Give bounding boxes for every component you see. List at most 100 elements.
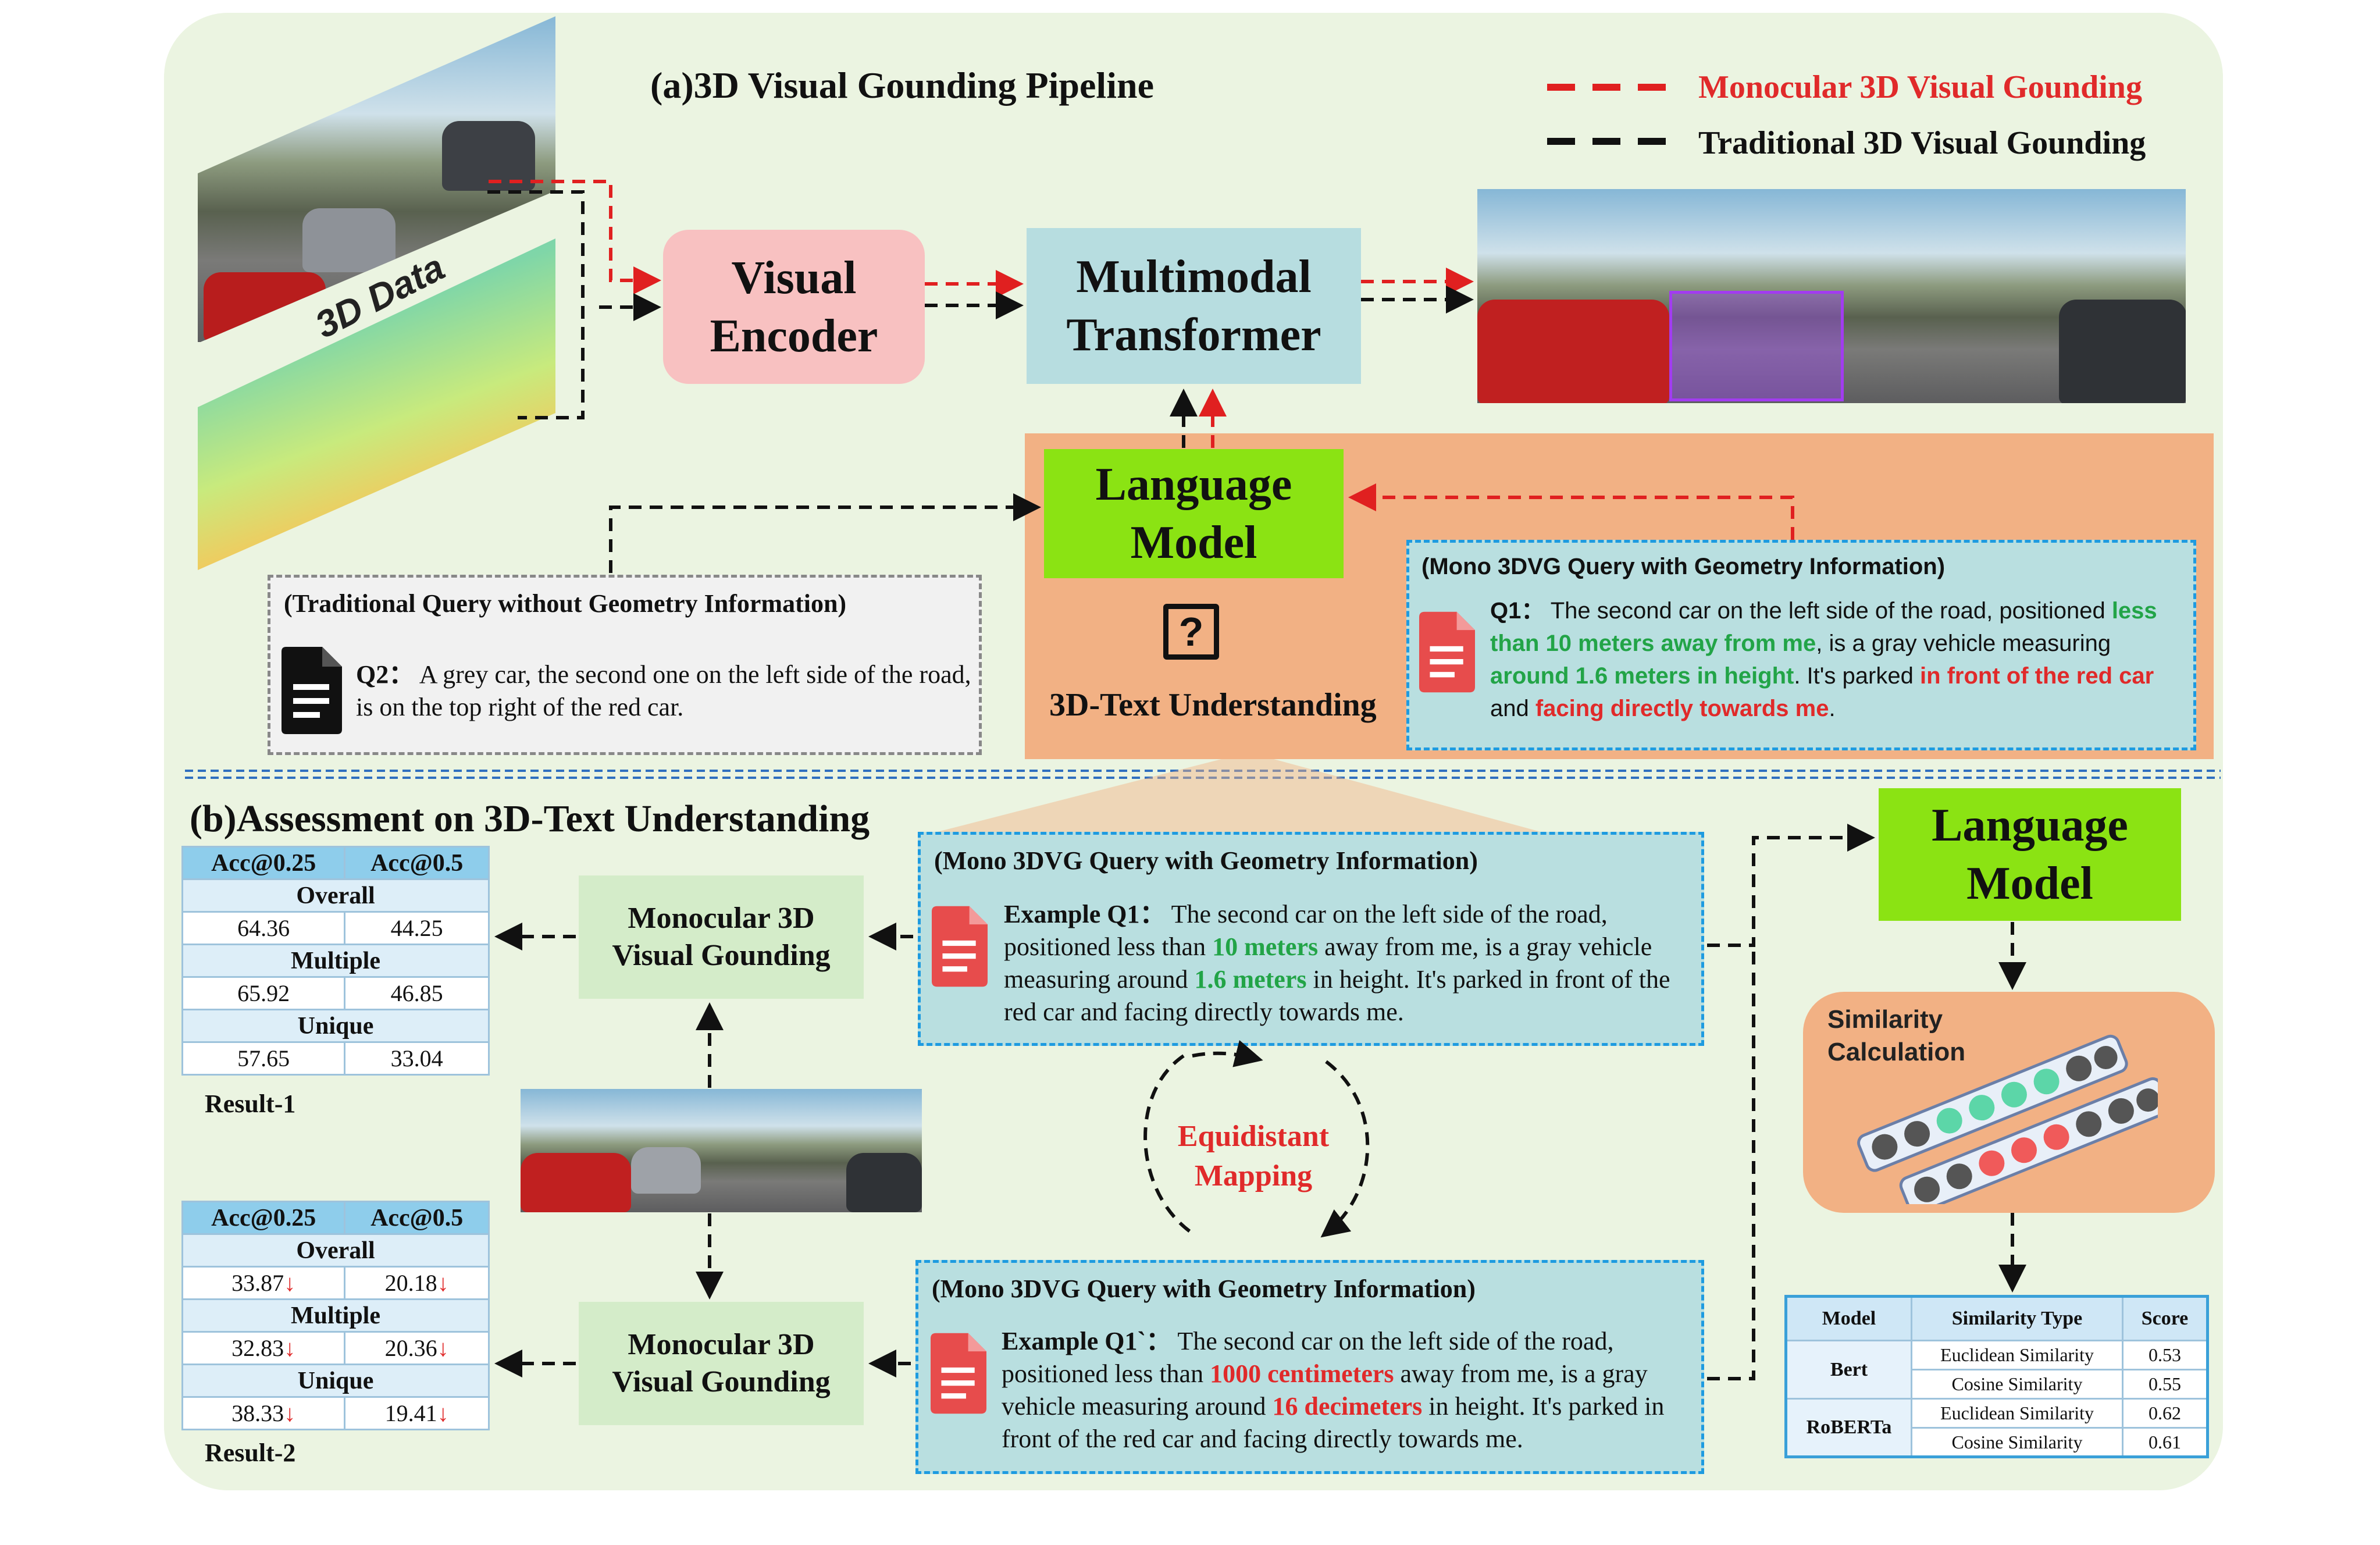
mono-query-header: (Mono 3DVG Query with Geometry Informati… xyxy=(1421,554,1946,579)
example-query-t2: away from me, is a gray vehicle measurin… xyxy=(1002,1359,1648,1421)
example-query-text: Example Q1： The second car on the left s… xyxy=(1004,898,1696,1028)
table-cell: 44.25 xyxy=(344,911,490,945)
down-arrow-icon: ↓ xyxy=(437,1400,449,1426)
score: 0.62 xyxy=(2122,1398,2208,1429)
down-arrow-icon: ↓ xyxy=(437,1335,449,1361)
table-cell: 20.36↓ xyxy=(344,1331,490,1365)
table-header: Acc@0.5 xyxy=(344,846,490,880)
pipeline-title: (a)3D Visual Gounding Pipeline xyxy=(650,65,1154,106)
score: 0.55 xyxy=(2122,1369,2208,1400)
table-header: Model xyxy=(1785,1295,1912,1341)
table-cell: 57.65 xyxy=(181,1041,346,1076)
similarity-type: Euclidean Similarity xyxy=(1911,1340,2124,1370)
legend-traditional-label: Traditional 3D Visual Gounding xyxy=(1698,125,2146,161)
mono-query-text: Q1： The second car on the left side of t… xyxy=(1490,594,2188,725)
mono-query-t4: and xyxy=(1490,696,1535,721)
traditional-query-body: A grey car, the second one on the left s… xyxy=(356,660,971,721)
example-query-label: Example Q1： xyxy=(1004,900,1166,928)
mono-grounding-label: Monocular 3D Visual Gounding xyxy=(612,902,831,972)
table-header: Acc@0.25 xyxy=(181,1201,346,1235)
embedding-vectors-icon xyxy=(1857,1034,2158,1204)
group-name: Overall xyxy=(181,1233,490,1268)
result-2-label: Result-2 xyxy=(205,1439,296,1467)
table-header: Acc@0.25 xyxy=(181,846,346,880)
table-cell: 46.85 xyxy=(344,976,490,1010)
output-grounding-image xyxy=(1477,189,2186,403)
cell-value: 32.83 xyxy=(231,1335,284,1361)
assessment-title: (b)Assessment on 3D-Text Understanding xyxy=(190,798,870,840)
traditional-query-text: Q2： A grey car, the second one on the le… xyxy=(356,658,972,724)
mono-query-distance: less than 10 meters away from me xyxy=(1490,598,2157,656)
model-name: RoBERTa xyxy=(1785,1398,1912,1458)
distance-highlight: 10 meters xyxy=(1212,932,1319,961)
mono-query-box xyxy=(1406,540,2196,750)
height-highlight: 1.6 meters xyxy=(1194,965,1307,994)
table-header: Similarity Type xyxy=(1911,1295,2124,1341)
group-name: Overall xyxy=(181,878,490,913)
example-query-t2: away from me, is a gray vehicle measurin… xyxy=(1004,932,1652,994)
question-icon: ? xyxy=(1163,604,1219,660)
legend-traditional-line xyxy=(1547,138,1672,145)
cell-value: 33.87 xyxy=(231,1270,284,1296)
multimodal-transformer-label: Multimodal Transformer xyxy=(1066,251,1321,361)
group-name: Unique xyxy=(181,1364,490,1398)
mono-query-t3: . It's parked xyxy=(1794,663,1920,689)
down-arrow-icon: ↓ xyxy=(284,1400,296,1426)
score: 0.61 xyxy=(2122,1427,2208,1458)
mono-grounding-block-1: Monocular 3D Visual Gounding xyxy=(579,875,864,999)
table-cell: 19.41↓ xyxy=(344,1396,490,1430)
multimodal-transformer-block: Multimodal Transformer xyxy=(1027,228,1361,384)
table-cell: 33.04 xyxy=(344,1041,490,1076)
similarity-type: Euclidean Similarity xyxy=(1911,1398,2124,1429)
legend-mono-line xyxy=(1547,84,1672,91)
cell-value: 20.18 xyxy=(384,1270,437,1296)
table-header: Score xyxy=(2122,1295,2208,1341)
mono-query-position: in front of the red car xyxy=(1919,663,2154,689)
table-cell: 38.33↓ xyxy=(181,1396,346,1430)
distance-highlight: 1000 centimeters xyxy=(1210,1359,1394,1388)
document-icon xyxy=(282,647,342,734)
down-arrow-icon: ↓ xyxy=(284,1270,296,1296)
language-model-block-b: Language Model xyxy=(1879,788,2181,921)
example-query-box-1 xyxy=(918,832,1704,1046)
table-cell: 65.92 xyxy=(181,976,346,1010)
mono-query-t2: , is a gray vehicle measuring xyxy=(1816,631,2111,656)
mono-grounding-block-2: Monocular 3D Visual Gounding xyxy=(579,1302,864,1425)
traditional-query-label: Q2： xyxy=(356,660,415,689)
visual-encoder-label: Visual Encoder xyxy=(710,252,878,362)
language-model-block: Language Model xyxy=(1044,449,1344,578)
example-query-header: (Mono 3DVG Query with Geometry Informati… xyxy=(932,1275,1476,1303)
mono-query-t5: . xyxy=(1829,696,1836,721)
table-cell: 33.87↓ xyxy=(181,1266,346,1300)
mono-query-t1: The second car on the left side of the r… xyxy=(1550,598,2112,624)
score: 0.53 xyxy=(2122,1340,2208,1370)
mono-query-orientation: facing directly towards me xyxy=(1535,696,1829,721)
bounding-box xyxy=(1669,291,1844,401)
document-icon xyxy=(931,1333,986,1414)
traditional-query-header: (Traditional Query without Geometry Info… xyxy=(284,589,847,618)
section-separator xyxy=(185,770,2221,779)
similarity-type: Cosine Similarity xyxy=(1911,1369,2124,1400)
similarity-table: Model Similarity Type Score Bert Euclide… xyxy=(1784,1295,2209,1458)
example-query-t1: The second car on the left side of the r… xyxy=(1002,1327,1614,1388)
table-cell: 32.83↓ xyxy=(181,1331,346,1365)
mono-query-height: around 1.6 meters in height xyxy=(1490,663,1794,689)
cell-value: 38.33 xyxy=(231,1400,284,1426)
equidistant-mapping-label: Equidistant Mapping xyxy=(1177,1120,1330,1192)
down-arrow-icon: ↓ xyxy=(437,1270,449,1296)
result-1-table: Acc@0.25 Acc@0.5 Overall 64.36 44.25 Mul… xyxy=(181,846,490,1076)
example-query-t1: The second car on the left side of the r… xyxy=(1004,900,1608,961)
result-1-label: Result-1 xyxy=(205,1090,296,1118)
street-image xyxy=(521,1089,922,1212)
result-2-table: Acc@0.25 Acc@0.5 Overall 33.87↓ 20.18↓ M… xyxy=(181,1201,490,1430)
group-name: Multiple xyxy=(181,944,490,978)
example-query-header: (Mono 3DVG Query with Geometry Informati… xyxy=(934,846,1478,875)
visual-encoder-block: Visual Encoder xyxy=(663,230,925,384)
mono-query-label: Q1： xyxy=(1490,598,1545,624)
example-query-label: Example Q1`： xyxy=(1002,1327,1172,1355)
model-name: Bert xyxy=(1785,1340,1912,1400)
understanding-label: 3D-Text Understanding xyxy=(1049,687,1377,723)
zoom-cone xyxy=(931,759,1547,834)
traditional-query-box xyxy=(268,575,982,755)
